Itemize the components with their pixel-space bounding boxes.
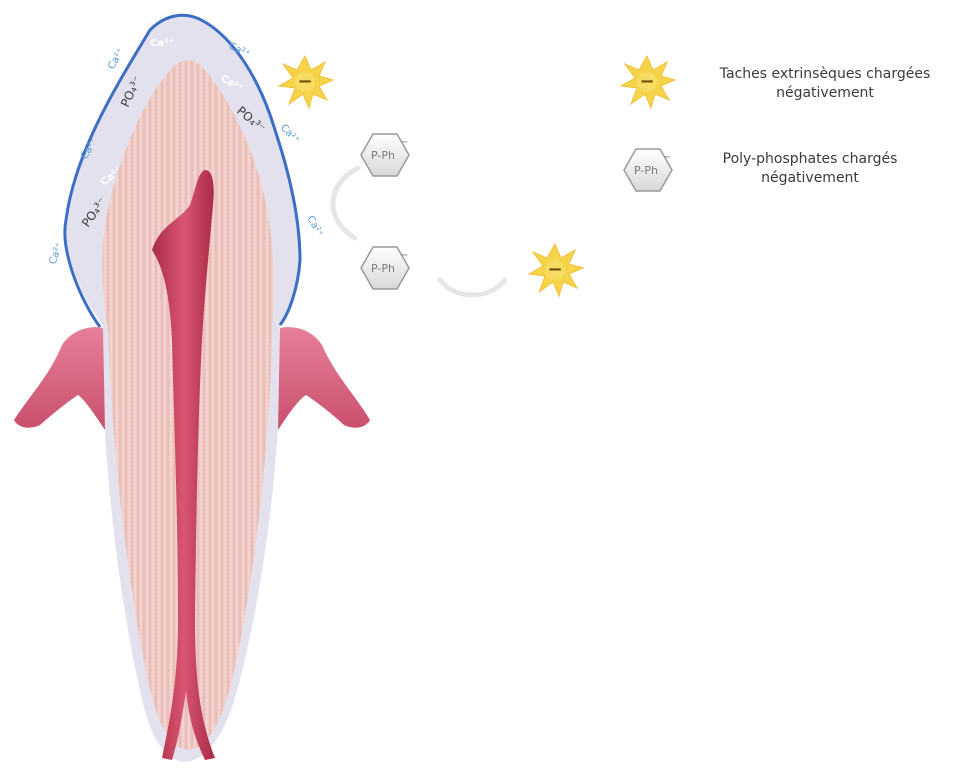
- legend-stain-line2: négativement: [690, 84, 959, 103]
- polyphosphate-molecule: P-Ph −: [361, 134, 409, 176]
- stain-near-tooth: −: [279, 56, 333, 108]
- gum-right: [278, 327, 370, 430]
- stain-sign: −: [547, 259, 562, 280]
- legend-polyphosphate-line2: négativement: [690, 169, 930, 188]
- calcium-ion: Ca²⁺: [106, 47, 127, 72]
- calcium-ion: Ca²⁺: [304, 214, 325, 239]
- polyphosphate-label: P-Ph: [371, 149, 395, 162]
- polyphosphate-molecule: P-Ph −: [361, 247, 409, 289]
- legend-polyphosphate-line1: Poly-phosphates chargés: [690, 150, 930, 169]
- gum-left: [14, 327, 105, 430]
- legend-stain-text: Taches extrinsèques chargées négativemen…: [690, 65, 959, 103]
- legend-stain-line1: Taches extrinsèques chargées: [690, 65, 959, 84]
- minus-sign: −: [400, 137, 408, 148]
- legend-polyphosphate-text: Poly-phosphates chargés négativement: [690, 150, 930, 188]
- stain-sign: −: [639, 71, 654, 92]
- polyphosphate-label: P-Ph: [634, 164, 658, 177]
- legend-stain-icon: −: [621, 56, 675, 108]
- polyphosphate-label: P-Ph: [371, 262, 395, 275]
- minus-sign: −: [663, 152, 671, 163]
- legend-polyphosphate-icon: P-Ph −: [624, 149, 672, 191]
- detached-stain: −: [529, 244, 583, 296]
- calcium-ion: Ca²⁺: [278, 122, 302, 146]
- calcium-ion: Ca²⁺: [47, 241, 65, 266]
- calcium-ion: Ca²⁺: [150, 38, 174, 49]
- curved-arrow: [333, 168, 358, 238]
- stain-sign: −: [297, 71, 312, 92]
- curved-arrow: [440, 280, 505, 295]
- minus-sign: −: [400, 250, 408, 261]
